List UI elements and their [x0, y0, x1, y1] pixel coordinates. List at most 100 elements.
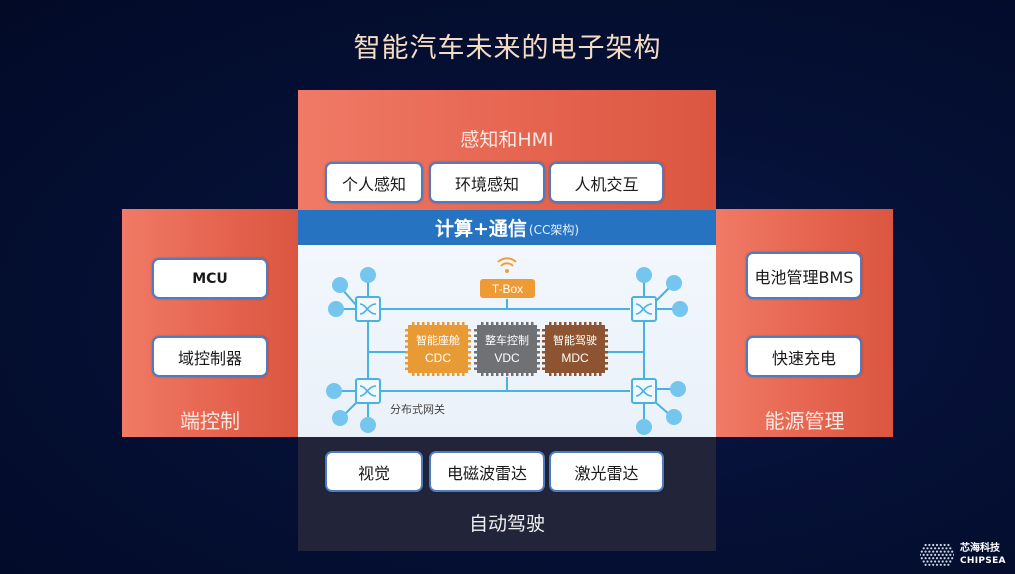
- logo-dot: [928, 543, 931, 547]
- domain-controller-box: 域控制器: [152, 336, 268, 377]
- logo-dot: [941, 560, 944, 563]
- chip-pin: [521, 373, 524, 376]
- tbox-chip: [480, 279, 535, 298]
- chip-pin: [468, 334, 471, 337]
- chip-pin: [447, 373, 450, 376]
- chip-pin: [501, 373, 504, 376]
- chip-pin: [542, 351, 545, 354]
- chip-pin: [491, 373, 494, 376]
- chip-pin: [537, 329, 540, 332]
- page-title: 智能汽车未来的电子架构: [353, 33, 662, 64]
- lidar-box: 激光雷达: [549, 451, 664, 492]
- chip-pin: [559, 373, 562, 376]
- logo-dot: [926, 547, 929, 550]
- chip-pin: [549, 322, 552, 325]
- chip-pin: [521, 322, 524, 325]
- logo-dot: [920, 557, 923, 560]
- chip-pin: [537, 356, 540, 359]
- logo-dot: [937, 547, 940, 550]
- chip-pin: [457, 322, 460, 325]
- chip-pin: [412, 373, 415, 376]
- chip-pin: [468, 340, 471, 343]
- logo-dot: [924, 543, 927, 547]
- logo-dot: [953, 553, 954, 556]
- chip-pin: [554, 322, 557, 325]
- chip-body: [545, 325, 605, 373]
- logo-dot: [947, 563, 950, 566]
- logo-dot: [945, 547, 948, 550]
- chip-pin: [427, 373, 430, 376]
- chip-pin: [452, 322, 455, 325]
- edge-control-panel: MCU 域控制器 端控制: [122, 209, 298, 437]
- chip-pin: [486, 373, 489, 376]
- chip-pin: [432, 373, 435, 376]
- logo-dot: [939, 543, 942, 547]
- chip-pin: [537, 334, 540, 337]
- chip-pin: [542, 329, 545, 332]
- logo-dot: [947, 543, 950, 547]
- chip-pin: [462, 373, 465, 376]
- chip-pin: [468, 362, 471, 365]
- logo-dot: [941, 547, 944, 550]
- chip-pin: [559, 322, 562, 325]
- chip-pin: [531, 373, 534, 376]
- logo-dot: [932, 557, 935, 560]
- chip-pin: [405, 340, 408, 343]
- logo-dot: [937, 553, 940, 556]
- environment-perception-box: 环境感知: [429, 162, 545, 203]
- chip-pin: [468, 351, 471, 354]
- wifi-icon: [497, 257, 517, 273]
- endpoint-node: [360, 267, 376, 283]
- logo-dot: [943, 550, 946, 553]
- chip-pin: [481, 322, 484, 325]
- vision-box: 视觉: [325, 451, 423, 492]
- perception-hmi-label: 感知和HMI: [460, 129, 554, 151]
- logo-dot: [928, 557, 931, 560]
- chip-pin: [452, 373, 455, 376]
- chip-pin: [437, 322, 440, 325]
- chip-pin: [442, 373, 445, 376]
- human-machine-interaction-box: 人机交互: [549, 162, 664, 203]
- logo-dot: [951, 557, 954, 560]
- logo-dot: [924, 557, 927, 560]
- chip-pin: [579, 322, 582, 325]
- endpoint-node: [332, 410, 348, 426]
- tbox-label: T-Box: [492, 282, 523, 296]
- logo-dot: [920, 553, 921, 556]
- logo-dot: [932, 550, 935, 553]
- endpoint-node: [328, 301, 344, 317]
- chip-pin: [405, 356, 408, 359]
- logo-dot: [934, 547, 937, 550]
- chip-pin: [474, 362, 477, 365]
- chip-pin: [531, 322, 534, 325]
- chip-pin: [405, 362, 408, 365]
- chip-pin: [605, 356, 608, 359]
- autonomous-driving-label: 自动驾驶: [468, 513, 545, 535]
- cc-title: 计算+通信: [434, 218, 527, 240]
- logo-dot: [949, 560, 952, 563]
- logo-dot: [935, 550, 939, 553]
- logo-dot: [939, 563, 942, 566]
- chip-pin: [537, 345, 540, 348]
- logo-dot: [932, 563, 935, 566]
- chipsea-dots-icon: [920, 543, 954, 566]
- endpoint-node: [360, 417, 376, 433]
- energy-management-label: 能源管理: [764, 409, 845, 433]
- logo-dot: [949, 553, 952, 556]
- logo-dot: [930, 547, 933, 550]
- logo-dot: [920, 550, 923, 553]
- chip-pin: [605, 362, 608, 365]
- endpoint-node: [672, 301, 688, 317]
- logo-dot: [943, 543, 946, 547]
- chip-pin: [589, 373, 592, 376]
- logo-dot: [926, 560, 929, 563]
- chip-pin: [516, 373, 519, 376]
- perception-hmi-panel: 感知和HMI 个人感知 环境感知 人机交互: [298, 90, 716, 210]
- chip-pin: [605, 334, 608, 337]
- chip-pin: [405, 351, 408, 354]
- chip-pin: [594, 373, 597, 376]
- chip-pin: [474, 367, 477, 370]
- chip-pin: [549, 373, 552, 376]
